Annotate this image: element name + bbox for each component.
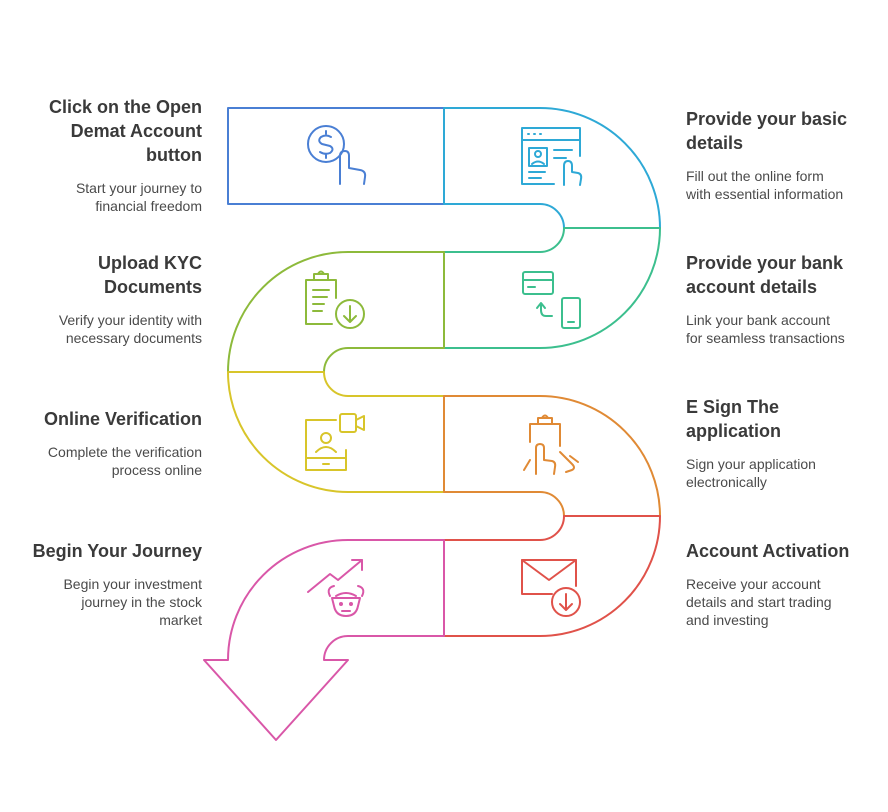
step-4-text: Upload KYC Documents Verify your identit…: [2, 251, 202, 347]
step-1-text: Click on the Open Demat Account button S…: [2, 95, 202, 215]
step-1-desc-line-1: Start your journey to: [75, 180, 202, 196]
step-3-description: Link your bank account for seamless tran…: [686, 311, 886, 347]
step-5-text: Online Verification Complete the verific…: [2, 407, 202, 479]
kyc-document-icon: [305, 270, 365, 329]
step-3-text: Provide your bank account details Link y…: [686, 251, 886, 347]
bull-market-icon: [307, 559, 365, 617]
step-8-desc-line-1: Begin your investment: [63, 576, 202, 592]
step-6-desc-line-2: electronically: [686, 474, 767, 490]
step-5-desc-line-1: Complete the verification: [47, 444, 202, 460]
step-4-desc-line-1: Verify your identity with: [58, 312, 202, 328]
step-6-desc-line-1: Sign your application: [686, 456, 816, 472]
step-3-title-line-2: account details: [686, 277, 818, 297]
segment-step-8-arrow: [203, 539, 445, 741]
step-1-title: Click on the Open Demat Account button: [2, 95, 202, 167]
email-download-icon: [521, 559, 581, 617]
segment-step-3: [443, 227, 661, 349]
step-7-title-line-1: Account Activation: [686, 541, 850, 561]
step-2-description: Fill out the online form with essential …: [686, 167, 886, 203]
step-7-desc-line-3: and investing: [686, 612, 769, 628]
step-4-description: Verify your identity with necessary docu…: [2, 311, 202, 347]
step-3-desc-line-1: Link your bank account: [686, 312, 830, 328]
step-5-title-line-1: Online Verification: [43, 409, 202, 429]
step-1-description: Start your journey to financial freedom: [2, 179, 202, 215]
step-6-title: E Sign The application: [686, 395, 886, 443]
video-verification-icon: [305, 413, 365, 471]
step-2-title-line-1: Provide your basic: [686, 109, 848, 129]
segment-step-2: [443, 107, 661, 229]
step-4-title-line-2: Documents: [103, 277, 202, 297]
step-4-desc-line-2: necessary documents: [65, 330, 202, 346]
step-5-description: Complete the verification process online: [2, 443, 202, 479]
segment-step-4: [227, 251, 445, 373]
step-1-title-line-1: Click on the Open: [48, 97, 202, 117]
step-1-desc-line-2: financial freedom: [95, 198, 202, 214]
segment-step-5: [227, 371, 445, 493]
step-2-desc-line-2: with essential information: [686, 186, 844, 202]
step-8-description: Begin your investment journey in the sto…: [2, 575, 202, 629]
step-7-description: Receive your account details and start t…: [686, 575, 886, 629]
step-2-text: Provide your basic details Fill out the …: [686, 107, 886, 203]
dollar-tap-icon: [307, 125, 367, 185]
segment-step-6: [443, 395, 661, 517]
step-8-title: Begin Your Journey: [2, 539, 202, 563]
e-sign-icon: [523, 414, 579, 475]
step-3-desc-line-2: for seamless transactions: [686, 330, 845, 346]
step-7-text: Account Activation Receive your account …: [686, 539, 886, 629]
step-7-desc-line-2: details and start trading: [686, 594, 832, 610]
step-8-text: Begin Your Journey Begin your investment…: [2, 539, 202, 629]
step-7-title: Account Activation: [686, 539, 886, 563]
step-6-title-line-2: application: [686, 421, 782, 441]
step-4-title-line-1: Upload KYC: [97, 253, 202, 273]
step-4-title: Upload KYC Documents: [2, 251, 202, 299]
step-2-title-line-2: details: [686, 133, 744, 153]
online-form-icon: [521, 127, 583, 186]
step-1-title-line-2: Demat Account: [70, 121, 202, 141]
step-1-title-line-3: button: [146, 145, 202, 165]
step-5-desc-line-2: process online: [111, 462, 202, 478]
step-3-title: Provide your bank account details: [686, 251, 886, 299]
segment-step-7: [443, 515, 661, 637]
step-2-desc-line-1: Fill out the online form: [686, 168, 824, 184]
step-7-desc-line-1: Receive your account: [686, 576, 821, 592]
step-6-title-line-1: E Sign The: [686, 397, 780, 417]
step-6-description: Sign your application electronically: [686, 455, 886, 491]
bank-transfer-icon: [522, 271, 581, 329]
step-2-title: Provide your basic details: [686, 107, 886, 155]
step-5-title: Online Verification: [2, 407, 202, 431]
step-8-desc-line-3: market: [159, 612, 202, 628]
segment-step-1: [227, 107, 445, 205]
step-8-title-line-1: Begin Your Journey: [32, 541, 202, 561]
step-6-text: E Sign The application Sign your applica…: [686, 395, 886, 491]
step-3-title-line-1: Provide your bank: [686, 253, 844, 273]
step-8-desc-line-2: journey in the stock: [81, 594, 202, 610]
